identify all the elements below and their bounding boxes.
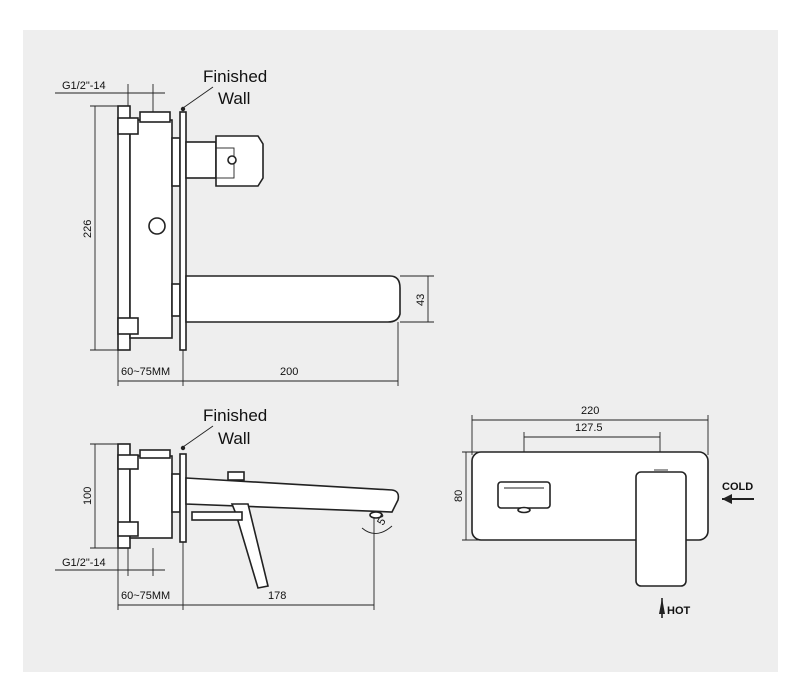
centers-127-label: 127.5 bbox=[575, 422, 603, 434]
lever-stem bbox=[185, 141, 217, 179]
lower-reach-label: 178 bbox=[268, 590, 286, 602]
angle-arc bbox=[361, 525, 393, 534]
front-lever-handle bbox=[635, 471, 687, 587]
lower-finished-label: Finished bbox=[203, 406, 267, 425]
top-wall-leader bbox=[182, 86, 214, 109]
height-100-label: 100 bbox=[82, 487, 94, 505]
spout-43-label: 43 bbox=[415, 294, 427, 306]
front-view: 220 127.5 80 COLD bbox=[453, 405, 754, 618]
front-spout-outlet bbox=[497, 481, 551, 509]
lever-screw bbox=[227, 155, 237, 165]
lower-spout-top bbox=[227, 471, 245, 481]
lower-lever-arm bbox=[191, 511, 243, 521]
lower-wall-label: Wall bbox=[218, 429, 250, 448]
spout bbox=[185, 275, 401, 323]
lower-top-lug bbox=[117, 454, 139, 470]
top-finished-label: Finished bbox=[203, 67, 267, 86]
valve-top-lug bbox=[117, 117, 139, 135]
wall-cover-plate bbox=[179, 111, 187, 351]
valve-back-plate bbox=[117, 105, 131, 351]
lower-cover-plate bbox=[179, 453, 187, 543]
top-thread-label: G1/2"-14 bbox=[62, 80, 106, 92]
valve-lower-port bbox=[171, 283, 181, 317]
lower-spout bbox=[185, 477, 400, 513]
cold-arrow-icon bbox=[722, 494, 754, 504]
lower-thread-label: G1/2"-14 bbox=[62, 557, 106, 569]
top-depth-label: 60~75MM bbox=[121, 366, 170, 378]
top-wall-dot bbox=[180, 106, 186, 112]
valve-inlet-circle bbox=[148, 217, 166, 235]
hot-label: HOT bbox=[667, 605, 691, 617]
lower-side-view: Finished Wall 100 bbox=[55, 406, 400, 610]
lever-handle bbox=[215, 135, 264, 187]
lower-bottom-lug bbox=[117, 521, 139, 537]
lower-wall-dot bbox=[180, 445, 186, 451]
valve-upper-port bbox=[171, 137, 181, 187]
valve-bottom-lug bbox=[117, 317, 139, 335]
lower-wall-leader bbox=[182, 425, 214, 448]
top-side-view: Finished Wall G1/2"-14 226 bbox=[55, 67, 434, 386]
height-226-label: 226 bbox=[82, 220, 94, 238]
cold-label: COLD bbox=[722, 481, 753, 493]
lower-aerator bbox=[369, 511, 383, 519]
lower-depth-label: 60~75MM bbox=[121, 590, 170, 602]
valve-top-cap bbox=[139, 111, 171, 123]
lower-port bbox=[171, 473, 181, 513]
width-220-label: 220 bbox=[581, 405, 599, 417]
lower-top-cap bbox=[139, 449, 171, 459]
top-wall-label: Wall bbox=[218, 89, 250, 108]
height-80-label: 80 bbox=[453, 490, 465, 502]
front-aerator bbox=[517, 506, 531, 514]
top-reach-label: 200 bbox=[280, 366, 298, 378]
angle-label: 5° bbox=[375, 512, 391, 527]
